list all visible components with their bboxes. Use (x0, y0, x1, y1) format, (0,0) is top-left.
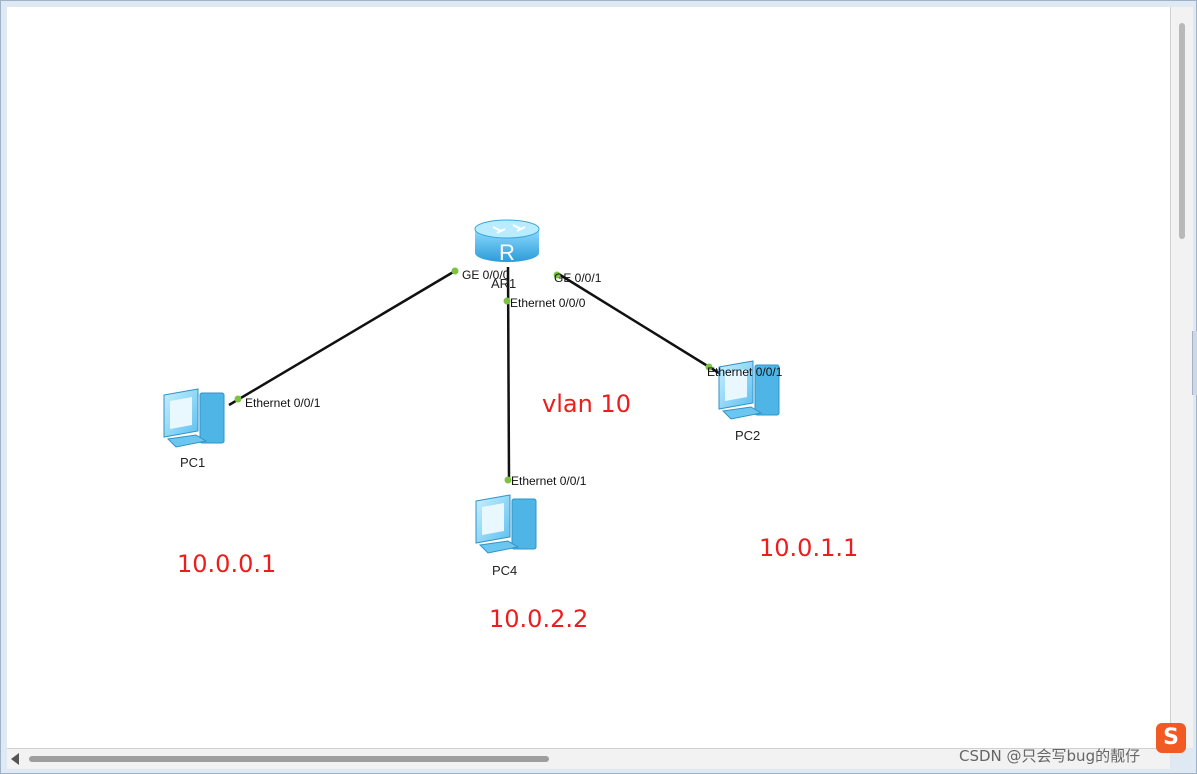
pc1-ip-annotation: 10.0.0.1 (177, 550, 276, 578)
port-label-eth000: Ethernet 0/0/0 (510, 296, 586, 310)
pc1-label: PC1 (180, 455, 205, 470)
port-dot (451, 267, 459, 275)
pc1[interactable]: PC1 (163, 388, 225, 470)
side-panel-handle[interactable] (1192, 331, 1197, 395)
scroll-left-arrow-icon[interactable] (11, 753, 19, 765)
port-label-ge000: GE 0/0/0 (462, 268, 510, 282)
port-dot (234, 395, 242, 403)
pc4-label: PC4 (492, 563, 517, 578)
topology-canvas[interactable]: R AR1 GE 0/0/0 GE 0/0/1 Ethernet 0/0/0 P… (7, 7, 1170, 748)
router-label: AR1 (491, 276, 516, 291)
port-label-ge001: GE 0/0/1 (554, 271, 602, 285)
router-ar1[interactable]: R AR1 (474, 219, 540, 291)
link-ar1-pc1[interactable] (228, 269, 456, 407)
vlan-annotation: vlan 10 (542, 390, 631, 418)
watermark-text: CSDN @只会写bug的靓仔 (959, 747, 1141, 765)
pc2-label: PC2 (735, 428, 760, 443)
pc4-ip-annotation: 10.0.2.2 (489, 605, 588, 633)
pc4-port-label: Ethernet 0/0/1 (511, 474, 587, 488)
topology-diagram: R AR1 GE 0/0/0 GE 0/0/1 Ethernet 0/0/0 P… (163, 219, 858, 633)
svg-text:R: R (499, 240, 515, 265)
horizontal-scroll-thumb[interactable] (29, 756, 549, 762)
pc-icon (475, 494, 537, 554)
pc-icon (163, 388, 225, 448)
port-dot (705, 363, 713, 371)
vertical-scrollbar[interactable] (1170, 7, 1193, 748)
port-dot (503, 297, 511, 305)
pc4[interactable]: PC4 (475, 494, 537, 578)
vertical-scroll-thumb[interactable] (1179, 23, 1185, 239)
pc2-port-label: Ethernet 0/0/1 (707, 365, 783, 379)
pc1-port-label: Ethernet 0/0/1 (245, 396, 321, 410)
pc-icon (718, 360, 780, 420)
port-dot (504, 476, 512, 484)
pc2[interactable]: PC2 (718, 360, 780, 443)
csdn-logo-icon: S (1156, 723, 1186, 753)
pc2-ip-annotation: 10.0.1.1 (759, 534, 858, 562)
horizontal-scrollbar[interactable] (7, 748, 1170, 769)
router-icon: R (474, 219, 540, 265)
link-ar1-pc2[interactable] (556, 271, 728, 380)
port-dot (553, 271, 561, 279)
